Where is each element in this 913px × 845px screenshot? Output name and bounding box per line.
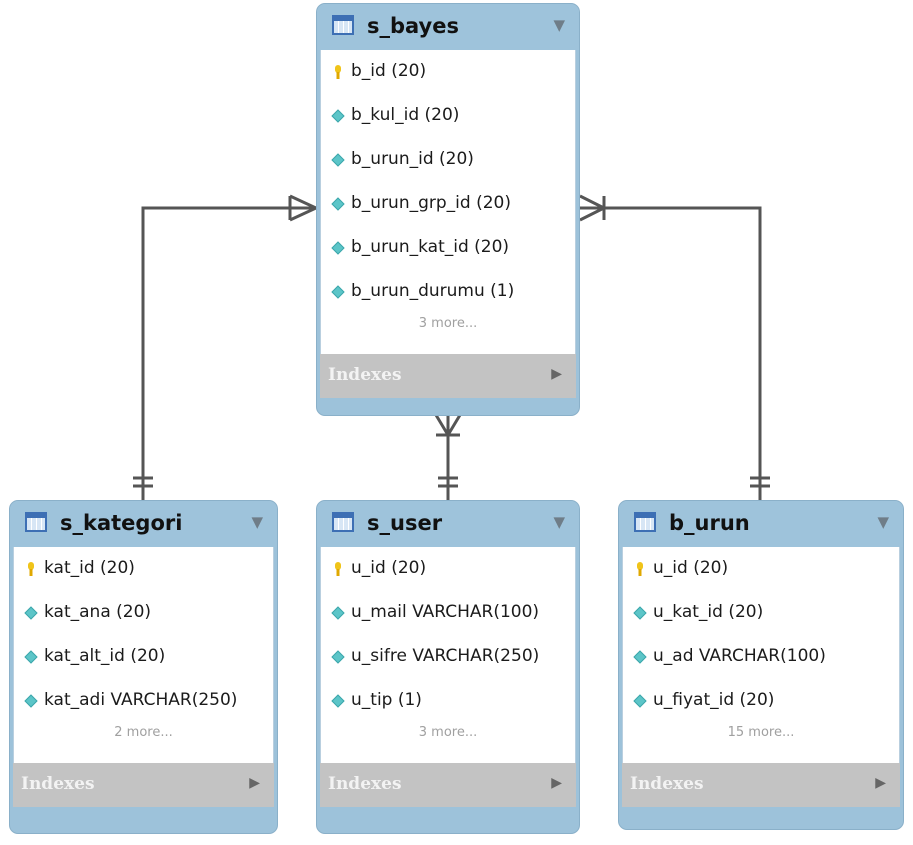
column-diamond-icon — [331, 285, 345, 299]
indexes-label: Indexes — [630, 774, 704, 794]
column-row[interactable]: kat_id (20) — [14, 547, 273, 591]
table-icon — [634, 512, 656, 532]
indexes-label: Indexes — [328, 365, 402, 385]
table-header[interactable]: b_urun ▼ — [619, 501, 903, 547]
column-diamond-icon — [633, 606, 647, 620]
column-list: u_id (20) u_kat_id (20) u_ad VARCHAR(100… — [622, 547, 900, 763]
indexes-bar[interactable]: Indexes ▶ — [622, 763, 900, 807]
table-title: s_kategori — [60, 511, 183, 535]
table-icon — [332, 15, 354, 35]
collapse-arrow-icon[interactable]: ▼ — [877, 513, 889, 531]
column-row[interactable]: b_id (20) — [321, 50, 575, 94]
column-name: u_tip (1) — [351, 690, 422, 710]
column-diamond-icon — [24, 606, 38, 620]
more-columns-link[interactable]: 3 more... — [418, 725, 478, 740]
column-name: u_kat_id (20) — [653, 602, 764, 622]
table-s_bayes[interactable]: s_bayes ▼ b_id (20) b_kul_id (20) b_urun… — [316, 3, 580, 416]
column-row[interactable]: kat_alt_id (20) — [14, 635, 273, 679]
column-name: kat_adi VARCHAR(250) — [44, 690, 238, 710]
column-row[interactable]: u_kat_id (20) — [623, 591, 899, 635]
table-s_kategori[interactable]: s_kategori ▼ kat_id (20) kat_ana (20) ka… — [9, 500, 278, 834]
column-row[interactable]: kat_adi VARCHAR(250) — [14, 679, 273, 723]
indexes-bar[interactable]: Indexes ▶ — [13, 763, 274, 807]
column-name: u_mail VARCHAR(100) — [351, 602, 540, 622]
column-list: kat_id (20) kat_ana (20) kat_alt_id (20)… — [13, 547, 274, 763]
indexes-label: Indexes — [328, 774, 402, 794]
primary-key-icon — [637, 562, 643, 576]
more-columns-link[interactable]: 3 more... — [418, 316, 478, 331]
expand-arrow-icon[interactable]: ▶ — [551, 775, 562, 791]
column-diamond-icon — [331, 694, 345, 708]
column-name: u_ad VARCHAR(100) — [653, 646, 826, 666]
indexes-bar[interactable]: Indexes ▶ — [320, 763, 576, 807]
column-name: b_id (20) — [351, 61, 427, 81]
table-title: b_urun — [669, 511, 750, 535]
column-diamond-icon — [331, 241, 345, 255]
column-diamond-icon — [331, 606, 345, 620]
column-diamond-icon — [24, 650, 38, 664]
column-name: b_kul_id (20) — [351, 105, 460, 125]
indexes-bar[interactable]: Indexes ▶ — [320, 354, 576, 398]
primary-key-icon — [335, 562, 341, 576]
more-columns-link[interactable]: 15 more... — [727, 725, 795, 740]
table-header[interactable]: s_kategori ▼ — [10, 501, 277, 547]
table-title: s_user — [367, 511, 443, 535]
table-icon — [25, 512, 47, 532]
column-row[interactable]: u_fiyat_id (20) — [623, 679, 899, 723]
column-row[interactable]: b_urun_grp_id (20) — [321, 182, 575, 226]
table-b_urun[interactable]: b_urun ▼ u_id (20) u_kat_id (20) u_ad VA… — [618, 500, 904, 830]
column-name: u_id (20) — [351, 558, 427, 578]
column-diamond-icon — [331, 650, 345, 664]
primary-key-icon — [28, 562, 34, 576]
column-list: u_id (20) u_mail VARCHAR(100) u_sifre VA… — [320, 547, 576, 763]
column-row[interactable]: kat_ana (20) — [14, 591, 273, 635]
column-row[interactable]: u_ad VARCHAR(100) — [623, 635, 899, 679]
column-name: kat_id (20) — [44, 558, 135, 578]
table-header[interactable]: s_user ▼ — [317, 501, 579, 547]
column-name: kat_alt_id (20) — [44, 646, 166, 666]
more-columns-link[interactable]: 2 more... — [114, 725, 173, 740]
column-row[interactable]: u_sifre VARCHAR(250) — [321, 635, 575, 679]
table-title: s_bayes — [367, 14, 459, 38]
column-row[interactable]: b_urun_id (20) — [321, 138, 575, 182]
column-row[interactable]: u_mail VARCHAR(100) — [321, 591, 575, 635]
table-icon — [332, 512, 354, 532]
collapse-arrow-icon[interactable]: ▼ — [251, 513, 263, 531]
connector-b_urun-s_bayes — [580, 206, 762, 500]
collapse-arrow-icon[interactable]: ▼ — [553, 16, 565, 34]
column-diamond-icon — [331, 109, 345, 123]
collapse-arrow-icon[interactable]: ▼ — [553, 513, 565, 531]
column-diamond-icon — [24, 694, 38, 708]
table-header[interactable]: s_bayes ▼ — [317, 4, 579, 50]
expand-arrow-icon[interactable]: ▶ — [875, 775, 886, 791]
column-name: b_urun_grp_id (20) — [351, 193, 511, 213]
column-name: b_urun_durumu (1) — [351, 281, 515, 301]
column-name: b_urun_kat_id (20) — [351, 237, 510, 257]
indexes-label: Indexes — [21, 774, 95, 794]
column-name: b_urun_id (20) — [351, 149, 474, 169]
column-name: u_id (20) — [653, 558, 729, 578]
column-row[interactable]: u_tip (1) — [321, 679, 575, 723]
expand-arrow-icon[interactable]: ▶ — [551, 366, 562, 382]
table-s_user[interactable]: s_user ▼ u_id (20) u_mail VARCHAR(100) u… — [316, 500, 580, 834]
column-diamond-icon — [331, 197, 345, 211]
column-name: u_fiyat_id (20) — [653, 690, 775, 710]
column-diamond-icon — [633, 650, 647, 664]
primary-key-icon — [335, 65, 341, 79]
connector-s_kategori-s_bayes — [141, 206, 316, 500]
column-row[interactable]: b_kul_id (20) — [321, 94, 575, 138]
expand-arrow-icon[interactable]: ▶ — [249, 775, 260, 791]
column-list: b_id (20) b_kul_id (20) b_urun_id (20) b… — [320, 50, 576, 354]
column-diamond-icon — [331, 153, 345, 167]
column-name: kat_ana (20) — [44, 602, 152, 622]
column-row[interactable]: u_id (20) — [623, 547, 899, 591]
column-row[interactable]: u_id (20) — [321, 547, 575, 591]
column-row[interactable]: b_urun_kat_id (20) — [321, 226, 575, 270]
column-name: u_sifre VARCHAR(250) — [351, 646, 540, 666]
column-diamond-icon — [633, 694, 647, 708]
column-row[interactable]: b_urun_durumu (1) — [321, 270, 575, 314]
